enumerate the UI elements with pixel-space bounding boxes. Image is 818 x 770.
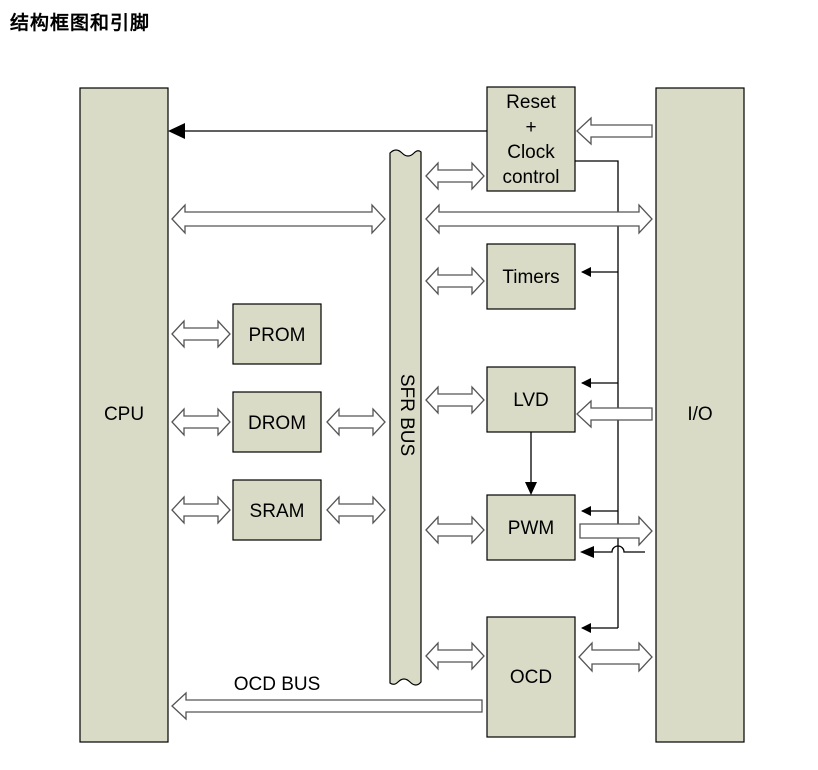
pwm-block	[486, 494, 576, 561]
prom-block	[232, 303, 322, 365]
reset-label-line1: Reset	[506, 92, 556, 113]
page-title: 结构框图和引脚	[10, 12, 151, 34]
sfr-pwm-arrow	[425, 515, 485, 545]
io-to-pwm-arrowhead	[580, 546, 594, 558]
sfr-io-bus-arrow	[425, 203, 653, 235]
pwm-label: PWM	[508, 518, 554, 539]
sram-block	[232, 479, 322, 541]
sfr-lvd-arrow	[425, 385, 485, 415]
cpu-label: CPU	[104, 404, 144, 425]
reset-label-line2: +	[525, 117, 536, 138]
reset-label-line4: control	[502, 167, 559, 188]
cpu-sram-arrow	[171, 495, 231, 525]
pwm-to-io-arrow	[579, 515, 653, 547]
ocd-block	[486, 616, 576, 738]
ocd-bus-arrow	[171, 691, 483, 721]
reset-to-cpu-arrowhead	[168, 123, 185, 139]
io-block	[655, 87, 745, 743]
cpu-block	[79, 87, 169, 743]
ocd-bus-label: OCD BUS	[234, 674, 321, 695]
timers-block	[486, 243, 576, 310]
ocd-label: OCD	[510, 667, 552, 688]
lvd-label: LVD	[513, 390, 549, 411]
ocd-io-arrow	[578, 641, 653, 673]
sram-label: SRAM	[250, 501, 305, 522]
drom-block	[232, 391, 322, 453]
prom-label: PROM	[249, 325, 306, 346]
drom-sfr-arrow	[326, 407, 386, 437]
io-to-reset-arrow	[576, 116, 653, 146]
sfr-bus-label: SFR BUS	[396, 374, 417, 456]
reset-label-line3: Clock	[507, 142, 555, 163]
clock-distribution-line	[575, 160, 619, 628]
sfr-ocd-arrow	[425, 641, 485, 671]
io-to-lvd-arrow	[576, 399, 653, 429]
sfr-bus	[389, 149, 422, 686]
cpu-drom-arrow	[171, 407, 231, 437]
timers-label: Timers	[502, 267, 559, 288]
io-label: I/O	[687, 404, 712, 425]
lvd-to-pwm-arrowhead	[525, 482, 537, 495]
drom-label: DROM	[248, 413, 306, 434]
cpu-prom-arrow	[171, 319, 231, 349]
reset-clock-block	[486, 86, 576, 192]
sram-sfr-arrow	[326, 495, 386, 525]
cpu-sfr-bus-arrow	[171, 203, 386, 235]
sfr-timers-arrow	[425, 266, 485, 296]
sfr-reset-arrow	[425, 161, 485, 191]
io-to-pwm-line	[588, 545, 645, 553]
